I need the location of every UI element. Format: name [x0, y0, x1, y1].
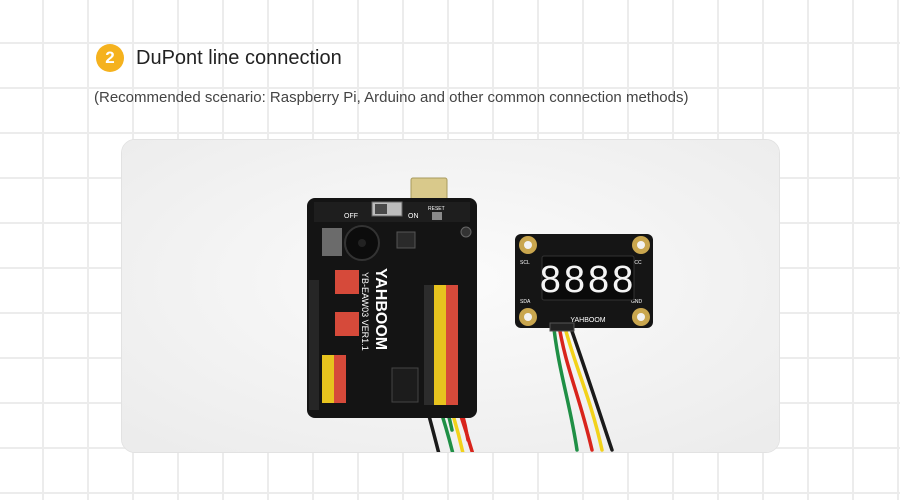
pin-sda-label: SDA [520, 299, 531, 305]
step-number-badge: 2 [96, 44, 124, 72]
reset-label: RESET [428, 206, 445, 212]
pin-headers-left [309, 270, 359, 410]
board-brand: YAHBOOM [372, 268, 389, 350]
section-title: DuPont line connection [136, 46, 342, 69]
pin-vcc-label: VCC [631, 260, 642, 266]
display-digits: 8888 [540, 259, 637, 301]
switch-off-label: OFF [344, 213, 358, 220]
connection-illustration: OFF ON RESET [122, 140, 779, 452]
section-subtitle: (Recommended scenario: Raspberry Pi, Ard… [94, 89, 689, 106]
digital-tube-module: VCC GND SDA SCL 8888 YAHBOOM [515, 234, 653, 332]
board-model: YB-EAW03 VER1.1 [360, 272, 370, 351]
product-photo: OFF ON RESET [121, 139, 780, 453]
section-header: 2 DuPont line connection [96, 44, 342, 72]
module-brand: YAHBOOM [570, 317, 605, 324]
pin-gnd-label: GND [631, 299, 643, 305]
pin-headers-right [424, 285, 458, 405]
pin-scl-label: SCL [520, 260, 530, 266]
expansion-board: OFF ON RESET [307, 177, 477, 418]
switch-on-label: ON [408, 213, 419, 220]
